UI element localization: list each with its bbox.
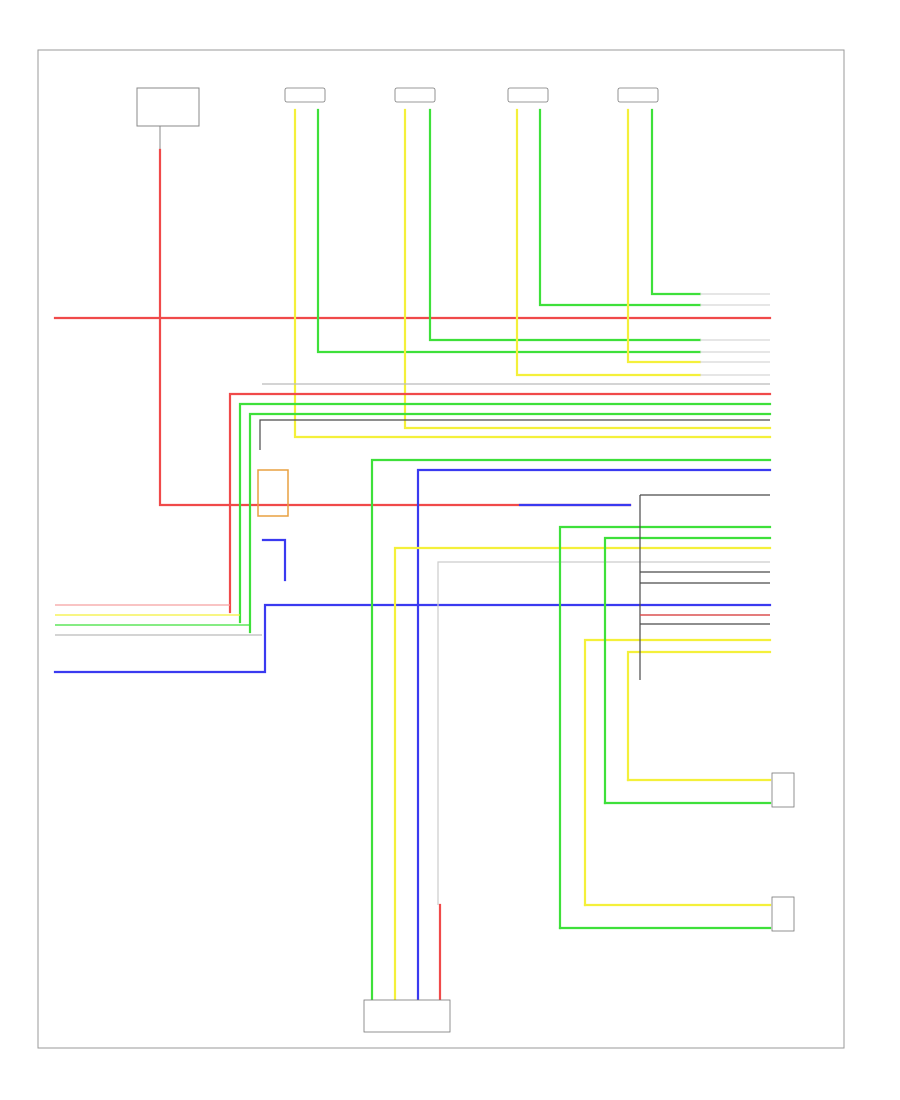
wire-black-harness — [639, 494, 770, 680]
wire-yellow-s2 — [403, 108, 772, 430]
wire-green-s4 — [650, 108, 702, 296]
wire-green-s1 — [316, 108, 702, 354]
wire-yellow-lr — [626, 650, 772, 782]
wire-green-s2 — [428, 108, 702, 342]
right-speaker-2 — [507, 87, 549, 103]
right-rear-speaker — [771, 896, 795, 932]
wire-green-bundle-2 — [248, 412, 772, 634]
wire-green-rr — [558, 525, 772, 930]
wire-black-bundle — [259, 419, 770, 450]
diagram-frame — [37, 49, 845, 1049]
wire-green-bundle-1 — [238, 402, 772, 624]
wire-green-lr — [603, 536, 772, 805]
wire-green-audio — [370, 458, 772, 1002]
wire-white-audio — [437, 561, 770, 905]
wire-blue-ground-stub — [261, 538, 287, 582]
wire-red-bundle — [228, 392, 772, 614]
wire-yellow-audio — [393, 546, 772, 1002]
wire-yellow-s3 — [515, 108, 702, 377]
wire-green-s3 — [538, 108, 702, 307]
wire-blue-main — [416, 468, 772, 1002]
wire-red-power — [158, 148, 632, 507]
right-speaker-1 — [394, 87, 436, 103]
wire-yellow-rr — [583, 638, 772, 907]
wire-blue-ground — [53, 603, 772, 674]
wire-white-stubs — [700, 293, 770, 376]
switch-relay — [257, 469, 289, 517]
power-module — [136, 87, 200, 150]
left-speaker-2 — [617, 87, 659, 103]
audio-system-connector — [363, 999, 451, 1033]
left-speaker-1 — [284, 87, 326, 103]
wire-yellow-s4 — [626, 108, 702, 364]
wire-yellow-s1 — [293, 108, 772, 439]
left-rear-speaker — [771, 772, 795, 808]
